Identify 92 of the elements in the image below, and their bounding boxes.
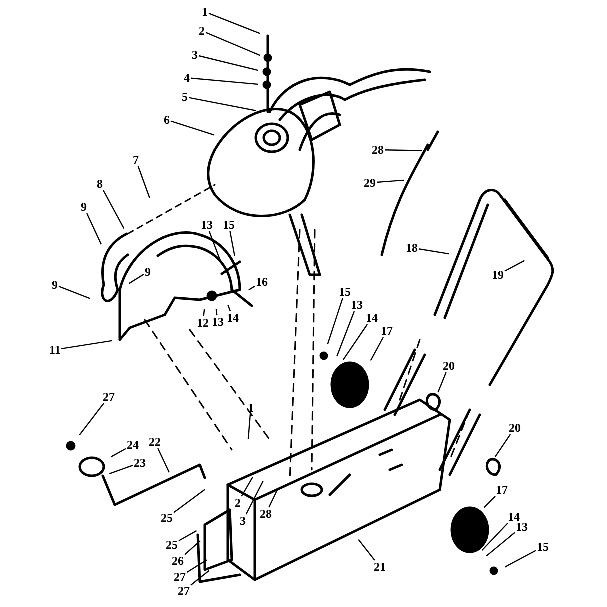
callout-number: 27 <box>102 390 116 404</box>
leader-line <box>208 231 222 265</box>
leader-line <box>206 32 261 56</box>
callout-number: 1 <box>247 402 255 414</box>
leader-line <box>358 539 376 561</box>
leader-line <box>438 372 447 393</box>
leader-line <box>342 324 368 360</box>
callout-number: 20 <box>442 360 456 372</box>
callout-number: 21 <box>373 560 387 574</box>
callout-number: 13 <box>515 520 529 534</box>
callout-number: 23 <box>133 456 147 470</box>
leader-line <box>246 481 264 515</box>
leader-line <box>370 337 384 362</box>
callout-number: 28 <box>371 144 385 156</box>
leader-line <box>384 150 422 152</box>
callout-number: 15 <box>338 286 352 298</box>
leader-line <box>198 55 258 72</box>
leader-line <box>494 434 512 458</box>
callout-number: 16 <box>255 276 269 288</box>
callout-number: 17 <box>380 324 394 338</box>
leader-line <box>186 560 208 574</box>
leader-line <box>241 476 254 497</box>
callout-number: 13 <box>200 218 214 232</box>
leader-line <box>128 274 144 284</box>
callout-number: 25 <box>160 512 174 524</box>
callout-number: 13 <box>350 298 364 312</box>
leader-line <box>228 304 232 312</box>
leader-line <box>188 97 256 112</box>
leader-line <box>158 448 170 473</box>
callout-number: 3 <box>239 514 247 528</box>
leader-line <box>61 340 112 350</box>
callout-number: 3 <box>191 48 199 62</box>
callout-number: 14 <box>507 510 521 524</box>
leader-line <box>504 260 525 272</box>
leader-line <box>79 403 104 436</box>
leader-line <box>336 311 356 357</box>
leader-line <box>174 489 206 514</box>
leader-line <box>110 448 126 458</box>
callout-number: 4 <box>183 72 191 84</box>
leader-line <box>327 298 344 344</box>
leader-line <box>86 213 102 245</box>
leader-line <box>505 550 536 568</box>
leader-line <box>58 286 91 300</box>
leader-line <box>482 523 508 552</box>
callout-number: 13 <box>211 316 225 328</box>
callout-number: 1 <box>201 6 209 18</box>
leader-line <box>190 78 258 86</box>
leader-line <box>248 286 256 291</box>
callout-number: 7 <box>132 154 140 166</box>
callout-number: 12 <box>196 316 210 330</box>
callout-number: 27 <box>177 584 191 598</box>
leader-line <box>376 180 404 184</box>
leader-line <box>203 309 206 317</box>
callout-number: 28 <box>259 508 273 520</box>
leader-line <box>216 309 218 316</box>
leader-line <box>190 570 210 586</box>
callout-number: 19 <box>491 268 505 282</box>
callout-number: 8 <box>96 178 104 190</box>
callout-number: 18 <box>405 242 419 254</box>
leader-line <box>268 490 278 508</box>
callout-number: 2 <box>234 496 242 510</box>
callout-number: 9 <box>80 200 88 214</box>
leader-line <box>230 231 236 256</box>
leader-line <box>138 166 151 199</box>
callout-number: 15 <box>222 218 236 232</box>
callout-number: 17 <box>495 484 509 496</box>
callout-number: 6 <box>163 114 171 126</box>
callout-number: 14 <box>226 312 240 324</box>
callout-number: 22 <box>148 436 162 448</box>
leader-line <box>248 414 252 440</box>
callout-number: 9 <box>51 278 59 292</box>
callout-number: 26 <box>171 554 185 568</box>
leader-line <box>102 190 125 229</box>
callout-number: 25 <box>165 538 179 552</box>
leader-line <box>109 464 134 475</box>
leader-line <box>208 13 261 34</box>
leader-line <box>486 532 516 557</box>
callout-number: 5 <box>181 90 189 104</box>
callout-number: 20 <box>508 422 522 434</box>
callout-number: 29 <box>363 176 377 190</box>
callout-number: 27 <box>173 570 187 584</box>
leader-line <box>170 120 214 136</box>
callout-number: 2 <box>198 24 206 38</box>
callout-number: 14 <box>365 312 379 324</box>
callout-number: 9 <box>144 266 152 278</box>
callout-number: 11 <box>48 344 62 356</box>
leader-line <box>484 496 496 508</box>
callout-number: 24 <box>126 438 140 452</box>
callout-number: 15 <box>536 540 550 554</box>
leader-line <box>418 248 450 255</box>
leader-line <box>178 530 198 542</box>
leader-line <box>184 540 201 556</box>
